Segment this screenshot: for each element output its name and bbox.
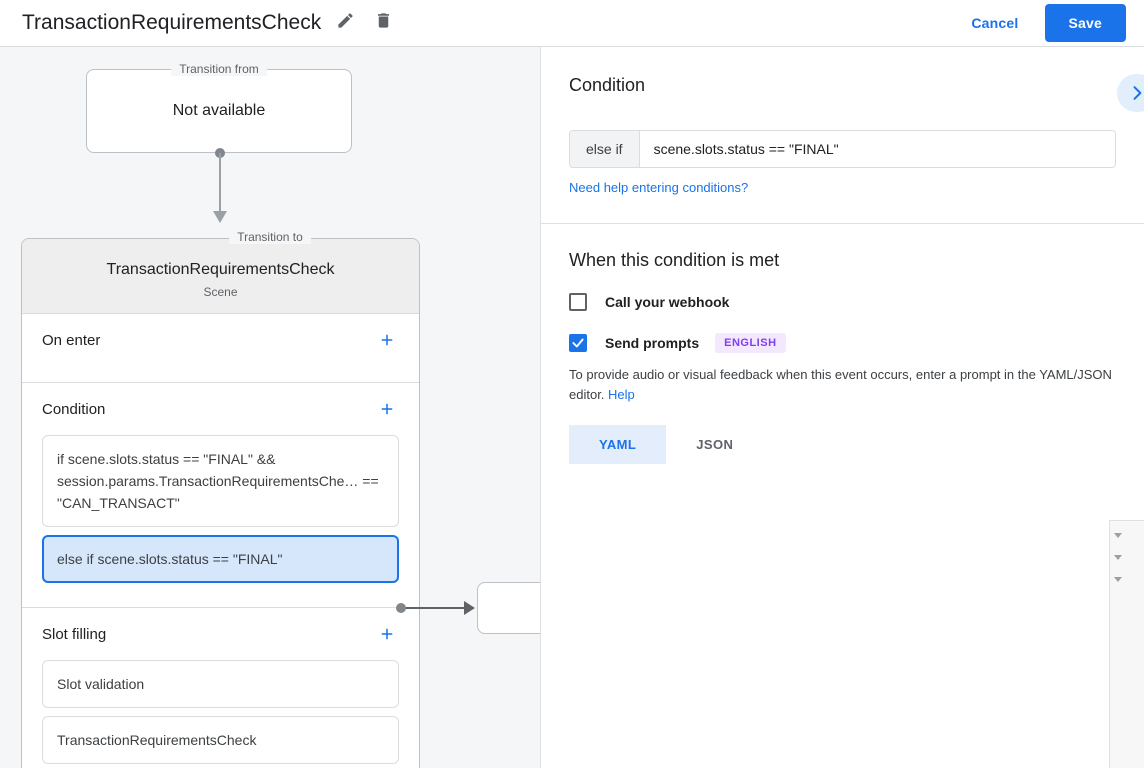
section-condition: Condition if scene.slots.status == "FINA…	[22, 383, 419, 608]
chevron-right-icon	[1133, 86, 1142, 100]
fold-triangle-icon[interactable]	[1114, 577, 1122, 582]
code-editor[interactable]: 12345 candidates: - first_simple: varian…	[1109, 520, 1144, 768]
section-title-condition: Condition	[42, 400, 106, 418]
save-button[interactable]: Save	[1044, 4, 1126, 42]
condition-prefix-label: else if	[570, 131, 640, 167]
plus-icon	[381, 628, 393, 640]
check-icon	[572, 338, 584, 348]
prompt-help-link[interactable]: Help	[608, 387, 635, 402]
scene-subtitle: Scene	[203, 285, 238, 299]
send-prompts-label: Send prompts	[605, 335, 700, 351]
add-on-enter-button[interactable]	[375, 328, 399, 352]
top-app-bar: TransactionRequirementsCheck Cancel Save	[0, 0, 1144, 47]
edge-line	[404, 607, 466, 609]
gutter-line: 2	[1110, 548, 1144, 570]
call-webhook-label: Call your webhook	[605, 294, 730, 310]
transition-to-legend: Transition to	[229, 230, 311, 244]
fold-triangle-icon[interactable]	[1114, 533, 1122, 538]
gutter-line: 3	[1110, 570, 1144, 592]
gutter-line: 5	[1110, 614, 1144, 636]
gutter-line: 1	[1110, 526, 1144, 548]
pencil-icon	[336, 11, 355, 35]
add-slot-filling-button[interactable]	[375, 622, 399, 646]
transition-from-value: Not available	[172, 102, 266, 119]
condition-section: Condition else if Need help entering con…	[541, 47, 1144, 224]
send-prompts-row[interactable]: Send prompts ENGLISH	[569, 333, 1116, 353]
fold-triangle-icon[interactable]	[1114, 555, 1122, 560]
edit-title-button[interactable]	[331, 9, 359, 37]
condition-heading: Condition	[569, 75, 646, 95]
section-on-enter: On enter	[22, 314, 419, 383]
next-node-card[interactable]	[477, 582, 540, 634]
plus-icon	[381, 334, 393, 346]
scene-name: TransactionRequirementsCheck	[106, 261, 335, 278]
section-slot-filling: Slot filling Slot validation Transaction…	[22, 608, 419, 768]
condition-item-selected[interactable]: else if scene.slots.status == "FINAL"	[42, 535, 399, 583]
condition-item[interactable]: if scene.slots.status == "FINAL" && sess…	[42, 435, 399, 527]
flow-canvas[interactable]: Transition from Not available Transition…	[0, 47, 540, 768]
connector-arrow-icon	[213, 211, 227, 223]
condition-input-row[interactable]: else if	[569, 130, 1116, 168]
edge-arrow-icon	[464, 601, 475, 615]
section-header: On enter	[42, 314, 399, 366]
language-badge: ENGLISH	[715, 333, 786, 353]
slot-filling-item[interactable]: Slot validation	[42, 660, 399, 708]
cancel-button[interactable]: Cancel	[959, 7, 1030, 39]
call-webhook-checkbox[interactable]	[569, 293, 587, 311]
call-webhook-row[interactable]: Call your webhook	[569, 293, 1116, 311]
plus-icon	[381, 403, 393, 415]
transition-from-legend: Transition from	[171, 62, 267, 76]
when-met-heading: When this condition is met	[569, 250, 780, 270]
condition-help-link[interactable]: Need help entering conditions?	[569, 180, 749, 195]
prompt-description: To provide audio or visual feedback when…	[569, 365, 1116, 405]
delete-button[interactable]	[369, 9, 397, 37]
tab-json[interactable]: JSON	[666, 425, 763, 464]
section-header: Slot filling	[42, 608, 399, 660]
gutter-line: 4	[1110, 592, 1144, 614]
trash-icon	[374, 11, 393, 35]
page-title: TransactionRequirementsCheck	[22, 11, 322, 34]
expand-panel-button[interactable]	[1117, 74, 1144, 112]
send-prompts-checkbox[interactable]	[569, 334, 587, 352]
transition-from-card[interactable]: Transition from Not available	[86, 62, 352, 153]
connector-line	[219, 153, 221, 215]
edge-source-dot	[396, 603, 406, 613]
section-title-slot-filling: Slot filling	[42, 625, 107, 643]
details-panel: Condition else if Need help entering con…	[540, 47, 1144, 768]
prompt-description-text: To provide audio or visual feedback when…	[569, 367, 1112, 402]
tab-yaml[interactable]: YAML	[569, 425, 667, 464]
transition-to-card[interactable]: TransactionRequirementsCheck Scene On en…	[21, 238, 420, 768]
editor-gutter: 12345	[1110, 521, 1144, 768]
section-header: Condition	[42, 383, 399, 435]
when-condition-met-section: When this condition is met Call your web…	[541, 224, 1144, 464]
scene-header: TransactionRequirementsCheck Scene	[22, 239, 419, 314]
editor-format-tabs: YAML JSON	[569, 425, 1116, 464]
slot-filling-item[interactable]: TransactionRequirementsCheck	[42, 716, 399, 764]
add-condition-button[interactable]	[375, 397, 399, 421]
section-title-on-enter: On enter	[42, 331, 101, 349]
condition-expression-input[interactable]	[639, 131, 1115, 167]
